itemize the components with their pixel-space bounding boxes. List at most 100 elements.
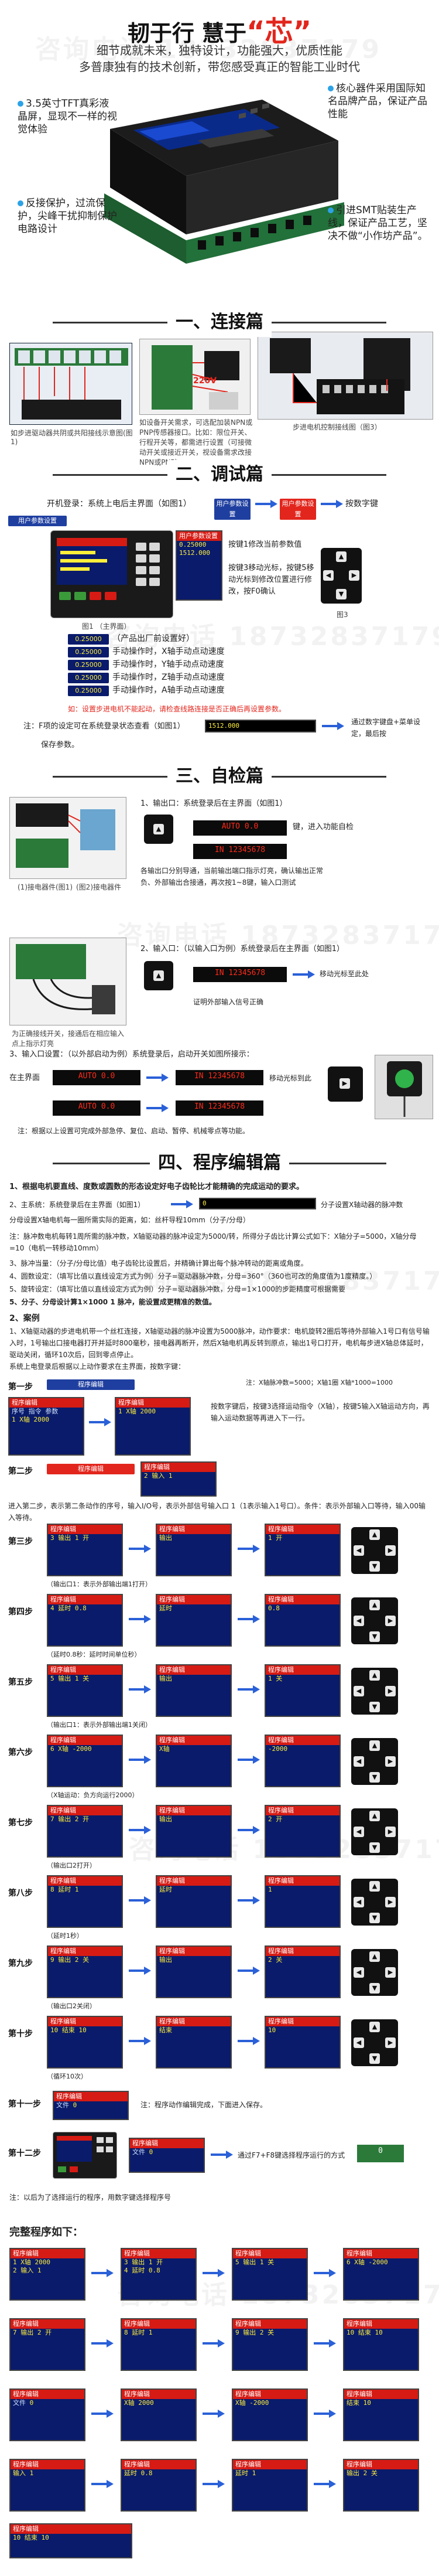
step4-text: （延时0.8秒：延时时间单位秒） [47,1651,141,1658]
arrow-icon [322,722,344,730]
program-line-e: 5、旋转设定：（填写比值以直线设定方式为例）分子=驱动器脉冲数，分母=1×100… [9,1285,345,1293]
io-display-7: IN 12345678 [176,1100,263,1116]
step10-text: （循环10次） [47,2073,87,2080]
program-lcd: 程序编辑延时 1 [232,2459,308,2512]
keypad-small[interactable]: ▶ [328,1066,363,1102]
keypad[interactable]: ▲◀▶▼ [351,1738,398,1785]
debug-note-main: 注：F项的设定可在系统登录状态查看（如图1） [23,722,185,731]
keypad-small[interactable]: ▲ [144,961,173,990]
step-label: 第九步 [8,1959,33,1968]
callout-lcd-text: 3.5英寸TFT真彩液晶屏，显现不一样的视觉体验 [18,98,117,135]
debug-note-left: 按键1修改当前参数值 [228,540,302,549]
program-lcd-step1: 程序编辑 序号 指令 参数 1 X轴 2000 [8,1397,84,1456]
step-label: 第一步 [8,1382,33,1392]
arrow-icon [129,1545,151,1553]
keypad-small[interactable]: ▲ [144,815,173,844]
param-code: 0.25000 [68,660,109,670]
arrow-icon [238,1756,260,1764]
step-label: 第五步 [8,1678,33,1687]
program-lcd: 程序编辑结束 10 [343,2388,419,2441]
program-lcd: 程序编辑延时 0.8 [121,2459,197,2512]
left-key[interactable]: ◀ [323,570,334,581]
selfcheck-step1b: 各输出口分别导通，当前输出端口指示灯亮，确认输出正常 [140,867,324,875]
run-mode-display: 0 [357,2145,404,2162]
lcd-row: 2 输入 1 [144,1472,173,1480]
step8-text: （延时1秒） [47,1932,83,1940]
program-lcd: 程序编辑延时 [156,1875,232,1928]
step5-text: （输出口1：表示外部输出端1关闭） [47,1721,152,1729]
step12-text: 通过F7+F8键选择程序运行的方式 [238,2151,345,2159]
keypad[interactable]: ▲◀▶▼ [351,1597,398,1644]
param-row: 0.25000 [179,541,207,548]
selfcheck-step3c: 注：根据以上设置可完成外部急停、复位、启动、暂停、机械零点等功能。 [18,1127,250,1135]
arrow-icon [129,2037,151,2045]
arrow-icon [211,2151,233,2159]
program-intro1: 1、根据电机要直线、度数或圆数的形态设定好电子齿轮比才能精确的完成运动的要求。 [9,1183,304,1191]
hero-title: 韧于行 慧于“芯” [0,8,439,49]
step1-banner: 程序编辑 [47,1379,135,1390]
watermark: 咨询电话 18732837179 [117,1266,439,1296]
arrow-icon [321,500,343,508]
selfcheck-step1: 1、输出口：系统登录后在主界面（如图1） [140,799,287,808]
arrow-icon [203,2269,225,2277]
arrow-icon [129,1685,151,1694]
step-label: 第六步 [8,1748,33,1757]
debug-edit-note: 如：设置步进电机不能起动，请检查线路连接是否正确后再设置参数。 [68,705,286,713]
keypad[interactable]: ▲◀▶▼ [351,1949,398,1996]
program-lcd: 程序编辑结束 [156,2016,232,2069]
step6-text: （X轴运动：负方向运行2000） [47,1791,139,1799]
caption-fig1: 如步进驱动器共阴或共阳接线示意图(图1) [11,429,133,446]
param-button[interactable]: 用户参数设置 [280,499,316,520]
keypad[interactable]: ▲◀▶▼ [351,1668,398,1715]
right-key[interactable]: ▶ [349,570,359,581]
up-key[interactable]: ▲ [336,551,347,562]
program-lcd: 程序编辑输出 [156,1945,232,1998]
arrow-icon [129,1615,151,1623]
arrow-icon [238,1896,260,1904]
step-label: 第八步 [8,1889,33,1898]
keypad[interactable]: ▲◀▶▼ [351,2019,398,2066]
keypad[interactable]: ▲◀▶▼ [351,1808,398,1855]
arrow-icon [314,2480,336,2488]
debug-side-label: 按数字键 [345,499,378,509]
bullet-icon [328,86,334,91]
controller-product-image [87,94,356,270]
step-label: 第十二步 [8,2149,41,2158]
step2-banner: 程序编辑 [47,1464,135,1474]
case-description-2: 系统上电登录后根据以上动作要求在主界面，按数字键： [9,1362,186,1371]
case-title: 2、案例 [9,1314,40,1323]
step1-text: 按数字键后，按键3选择运动指令（X轴），按键5输入X轴运动方向，再输入运动数据等… [211,1402,430,1422]
program-line-f: 5、分子、分母设计算1×1000 1 脉冲，能设置成更精准的数值。 [9,1298,216,1306]
callout-smt: 引进SMT贴装生产线，保证产品工艺，坚决不做“小作坊产品”。 [328,204,433,243]
debug-note-key: 通过数字键盘+菜单设定，最后按 [351,718,421,738]
down-key[interactable]: ▼ [336,589,347,599]
arrow-keypad[interactable]: ▲ ◀ ▶ ▼ [321,548,362,604]
keypad[interactable]: ▲◀▶▼ [351,1879,398,1926]
program-lcd-step1b: 程序编辑 1 X轴 2000 [115,1397,191,1456]
param-screen: 用户参数设置 0.25000 1512.000 [176,530,222,601]
fig-main-caption: 图1 （主界面） [82,622,131,631]
step7-text: （输出口2打开） [47,1862,96,1869]
step-label: 第四步 [8,1607,33,1617]
step11-text: 注：程序动作编辑完成，下面进入保存。 [140,2101,267,2109]
main-screen-button[interactable]: 用户参数设置 [214,499,251,520]
program-line-c: 3、脉冲当量：（分子/分母比值）电子齿轮比设置后，并精确计算出每个脉冲转动的距离… [9,1259,308,1267]
step2-text: 进入第二步，表示第二条动作的序号，输入I/O号，表示外部信号输入口 1（1表示输… [8,1502,426,1522]
callout-smt-text: 引进SMT贴装生产线，保证产品工艺，坚决不做“小作坊产品”。 [328,205,428,242]
program-lcd: 程序编辑文件 0 [129,2138,205,2173]
lcd-row: 1 X轴 2000 [118,1408,156,1415]
keypad[interactable]: ▲◀▶▼ [351,1527,398,1574]
selfcheck-step2c: 证明外部输入信号正确 [193,998,264,1006]
bullet-icon [328,207,334,213]
callout-core: 核心器件采用国际知名品牌产品，保证产品性能 [328,82,427,121]
arrow-icon [238,1615,260,1623]
